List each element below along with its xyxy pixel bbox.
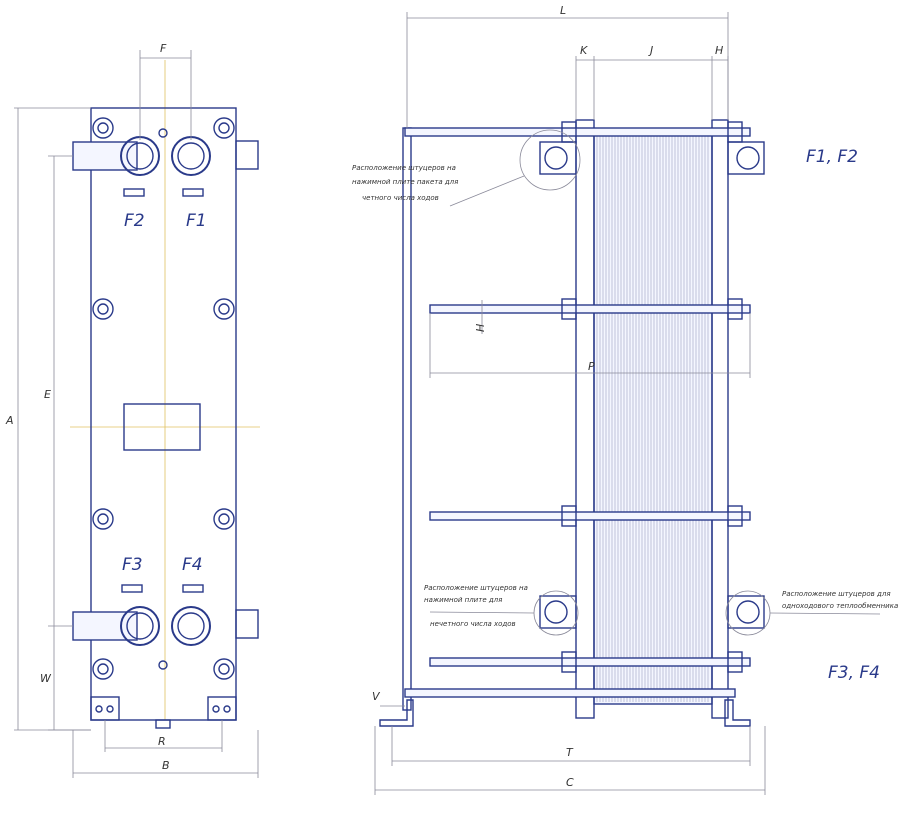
left-foot [379, 699, 414, 727]
support-foot [90, 696, 120, 721]
dimension-b: B [162, 759, 170, 772]
dimension-j: J [648, 44, 653, 57]
port-label-f3: F3 [122, 555, 143, 575]
tie-rod [429, 304, 751, 314]
dimension-l: L [560, 4, 566, 17]
drain-stub [155, 719, 171, 729]
tie-bolt [92, 658, 114, 680]
dimension-e: E [44, 388, 51, 401]
note-top-line-3: четного числа ходов [362, 194, 439, 202]
tie-bolt [92, 508, 114, 530]
tie-bolt [213, 658, 235, 680]
right-foot [724, 699, 751, 727]
support-column [402, 127, 412, 711]
rod-nut [727, 505, 743, 527]
lower-guide-bar [404, 688, 736, 698]
port-nozzle [171, 606, 211, 646]
note-top-line-2: нажимной плите пакета для [352, 178, 458, 186]
port-label-f4: F4 [182, 555, 203, 575]
note-bottom-left-line-3: нечетного числа ходов [430, 620, 516, 628]
front-view: F2 F1 F3 F4 F A E W [5, 42, 260, 778]
heat-exchanger-plates [596, 136, 709, 702]
dimension-bar-h: H [474, 324, 487, 332]
dimension-c: C [566, 776, 574, 789]
nameplate [123, 403, 201, 451]
note-bottom-right-line-1: Расположение штуцеров для [782, 590, 891, 598]
rod-nut [561, 505, 577, 527]
tie-bolt [213, 117, 235, 139]
support-foot [207, 696, 237, 721]
note-bottom-left-line-1: Расположение штуцеров на [424, 584, 528, 592]
tie-rod [429, 657, 751, 667]
dimension-h: H [715, 44, 723, 57]
side-stub [235, 609, 259, 639]
port-marker [121, 584, 143, 593]
port-group-label-bottom: F3, F4 [828, 663, 880, 683]
dimension-k: K [580, 44, 588, 57]
fixed-frame-plate [575, 119, 595, 719]
side-stub [235, 140, 259, 170]
port-nozzle [72, 606, 160, 646]
port-label-f1: F1 [186, 211, 207, 231]
rod-nut [727, 298, 743, 320]
small-hole [158, 660, 168, 670]
rod-nut [561, 651, 577, 673]
pressure-plate [711, 119, 729, 719]
dimension-r: R [158, 735, 166, 748]
plate-pack [593, 133, 713, 705]
dimension-t: T [566, 746, 574, 759]
small-hole [158, 128, 168, 138]
tie-bolt [213, 298, 235, 320]
dimension-a: A [5, 414, 14, 427]
port-marker [182, 584, 204, 593]
callout-circle [519, 129, 581, 191]
note-bottom-left-line-2: нажимной плите для [424, 596, 502, 604]
port-marker [123, 188, 145, 197]
rod-nut [727, 651, 743, 673]
side-nozzle [727, 595, 765, 629]
note-bottom-right-line-2: одноходового теплообменника [782, 602, 898, 610]
tie-rod [429, 511, 751, 521]
tie-bolt [92, 298, 114, 320]
tie-bolt [213, 508, 235, 530]
side-view: L K J H H P V T C Расположение штуцеров … [352, 4, 898, 795]
side-nozzle [727, 141, 765, 175]
note-top-line-1: Расположение штуцеров на [352, 164, 456, 172]
side-nozzle [539, 595, 577, 629]
dimension-p: P [588, 360, 595, 373]
port-marker [182, 188, 204, 197]
port-label-f2: F2 [124, 211, 145, 231]
port-nozzle [171, 136, 211, 176]
dimension-f: F [160, 42, 167, 55]
side-nozzle [539, 141, 577, 175]
rod-nut [561, 298, 577, 320]
port-nozzle [72, 136, 160, 176]
tie-bolt [92, 117, 114, 139]
port-group-label-top: F1, F2 [806, 147, 858, 167]
upper-guide-bar [404, 127, 751, 137]
dimension-w: W [40, 672, 52, 685]
dimension-v: V [372, 690, 381, 703]
